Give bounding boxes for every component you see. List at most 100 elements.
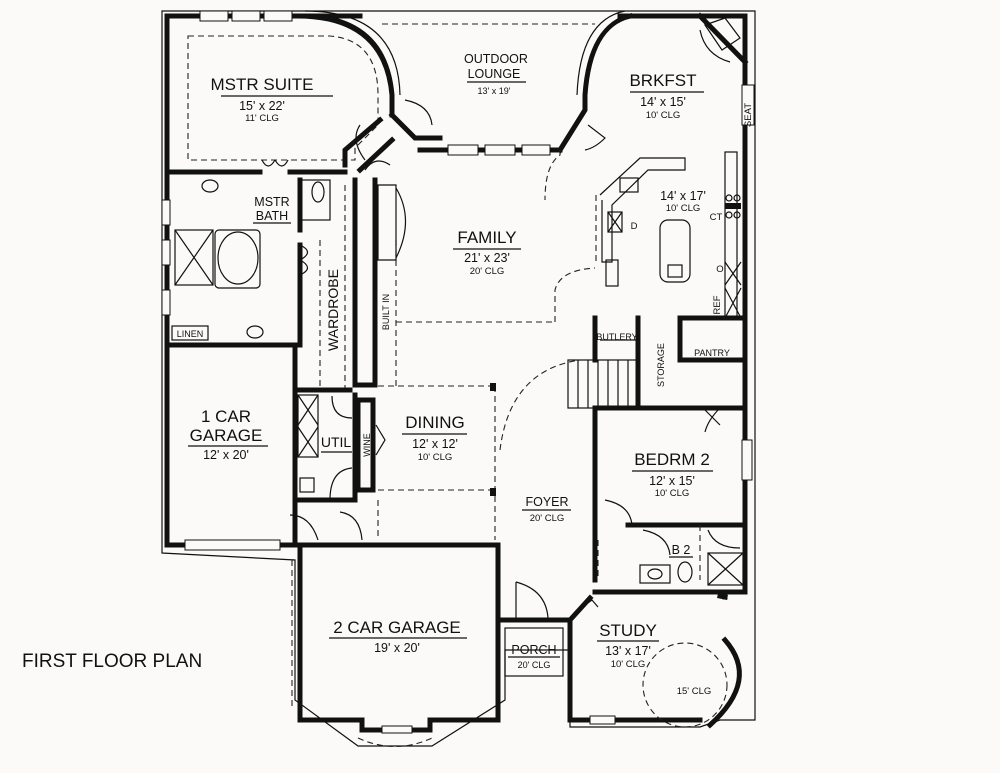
fireplace-family <box>377 184 397 261</box>
outdoor-lounge-label-2: LOUNGE <box>468 67 521 81</box>
mstr-suite-size: 15' x 22' <box>239 99 285 113</box>
fireplace <box>704 17 741 51</box>
cooktop <box>725 203 741 209</box>
linen-label: LINEN <box>177 329 204 339</box>
tub <box>214 229 261 289</box>
foyer-label: FOYER <box>525 495 568 509</box>
built-in-label: BUILT IN <box>381 294 391 330</box>
exterior-wall-east-lower <box>722 537 748 600</box>
oven-ref-x <box>724 261 742 319</box>
seat-label: SEAT <box>743 103 754 127</box>
study-door <box>574 599 599 613</box>
window <box>521 144 551 156</box>
family-size: 21' x 23' <box>464 251 510 265</box>
wardrobe-door <box>299 244 309 276</box>
window <box>263 10 293 22</box>
study-walls <box>566 593 728 723</box>
shower-x <box>707 552 744 586</box>
mstr-suite-ceiling: 11' CLG <box>245 113 279 124</box>
wine-door <box>375 424 386 456</box>
util-walls <box>292 387 358 503</box>
storage-label: STORAGE <box>656 343 666 387</box>
wine-label: WINE <box>362 433 372 457</box>
window <box>161 239 171 266</box>
two-car-garage-label: 2 CAR GARAGE <box>333 618 461 637</box>
dining-size: 12' x 12' <box>412 437 458 451</box>
sink-icon <box>246 325 264 339</box>
brkfst-ceiling: 10' CLG <box>646 110 681 121</box>
butlery-wall <box>592 315 641 411</box>
window <box>161 289 171 316</box>
diagonal-wall <box>388 111 443 141</box>
study-label: STUDY <box>599 621 657 640</box>
ref-label: REF <box>712 295 723 314</box>
exterior-wall-west <box>164 13 188 548</box>
porch-label: PORCH <box>511 643 556 657</box>
cooktop-burner <box>725 211 733 219</box>
study-turret-wall <box>706 636 742 729</box>
window-seat <box>741 84 755 126</box>
toilet-room <box>299 179 331 221</box>
mstr-suite-curved-wall-outer <box>304 10 401 96</box>
washer-dryer <box>297 394 319 458</box>
oven-label: O <box>716 264 723 275</box>
door-swing <box>289 500 319 541</box>
window <box>484 144 516 156</box>
sink-icon <box>647 568 663 580</box>
brkfst-curved-wall-outer <box>576 10 626 96</box>
diagonal-wall-hall <box>342 116 396 174</box>
dining-ceiling: 10' CLG <box>418 452 453 463</box>
kitchen-ceiling: 10' CLG <box>666 203 701 214</box>
mstr-suite-label: MSTR SUITE <box>211 75 314 94</box>
brkfst-door <box>584 124 606 151</box>
dishwasher-label: D <box>631 221 638 232</box>
door-swing <box>404 99 433 126</box>
dishwasher <box>607 211 623 233</box>
counter-end <box>605 259 619 287</box>
hearth-arc <box>395 187 406 259</box>
pantry-wall <box>677 315 748 363</box>
family-dash <box>544 150 561 201</box>
washer-dryer-x <box>297 394 319 458</box>
kitchen-counter <box>599 157 686 263</box>
bedrm2-size: 12' x 15' <box>649 474 695 488</box>
b2-label: B 2 <box>672 543 691 557</box>
exterior-outline <box>161 10 756 747</box>
turret-ceiling-outline <box>642 642 728 728</box>
bedrm2-ceiling: 10' CLG <box>655 488 690 499</box>
study-ceiling: 10' CLG <box>611 659 646 670</box>
entry-door <box>515 581 549 619</box>
shower <box>174 229 214 286</box>
foyer-ceiling: 20' CLG <box>530 513 565 524</box>
column <box>490 383 496 391</box>
one-car-garage-label-2: GARAGE <box>190 426 263 445</box>
b2-dash <box>597 525 701 580</box>
family-arc <box>554 267 596 322</box>
two-car-garage-size: 19' x 20' <box>374 641 420 655</box>
toilet-icon <box>677 561 693 583</box>
one-car-garage-label-1: 1 CAR <box>201 407 251 426</box>
study-turret-ceiling: 15' CLG <box>677 686 712 697</box>
door-swing <box>331 395 353 419</box>
kitchen-size: 14' x 17' <box>660 189 706 203</box>
kitchen-island <box>659 219 691 283</box>
island-sink-icon <box>667 264 683 278</box>
cooktop-burner <box>725 194 733 202</box>
shower-x <box>174 229 214 286</box>
util-sink <box>299 477 315 493</box>
dining-boundary <box>378 385 496 540</box>
butlery-label: BUTLERY <box>596 332 637 342</box>
outdoor-lounge-size: 13' x 19' <box>478 86 511 96</box>
family-ceiling: 20' CLG <box>470 266 505 277</box>
mstr-bath-label-2: BATH <box>256 209 288 223</box>
brkfst-curved-wall <box>556 13 633 154</box>
column <box>490 488 496 496</box>
family-label: FAMILY <box>457 228 516 247</box>
mstr-suite-ceiling-outline <box>187 35 379 161</box>
wardrobe-rods <box>319 185 346 390</box>
two-car-garage-wall <box>297 542 501 733</box>
window <box>161 199 171 226</box>
tub-basin <box>217 231 259 285</box>
brkfst-label: BRKFST <box>629 71 696 90</box>
cooktop-burner <box>733 194 741 202</box>
